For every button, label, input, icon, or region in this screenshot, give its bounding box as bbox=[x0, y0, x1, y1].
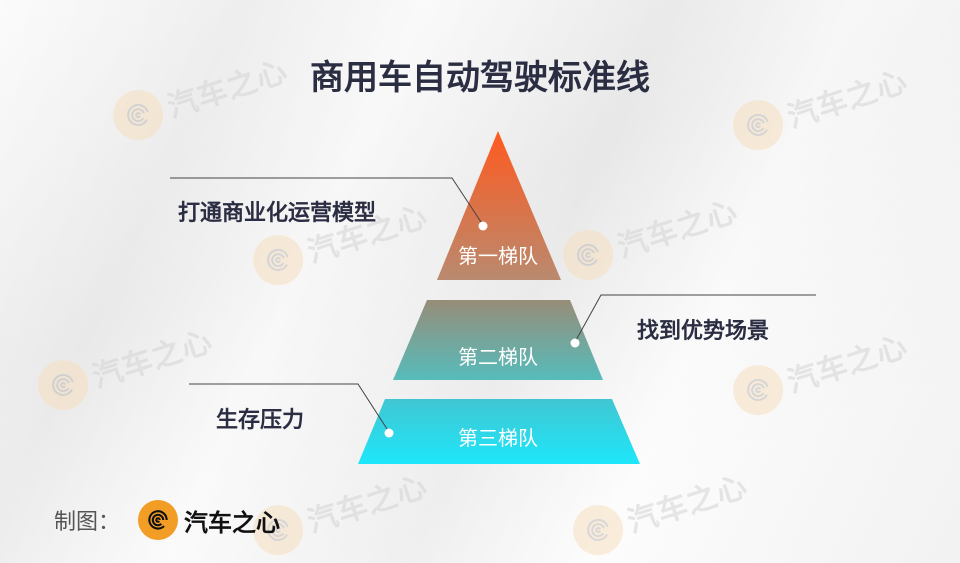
tier-3-annotation: 生存压力 bbox=[216, 408, 305, 433]
tier-3-shape bbox=[358, 399, 640, 464]
tier-1-shape bbox=[437, 131, 561, 280]
leader-dot-1 bbox=[478, 221, 488, 231]
tier-2-label: 第二梯队 bbox=[458, 345, 538, 369]
leader-dot-2 bbox=[570, 338, 580, 348]
credit: 制图： 汽车之心 bbox=[54, 500, 280, 540]
brand-logo-icon bbox=[138, 500, 179, 540]
tier-1-label: 第一梯队 bbox=[458, 244, 538, 268]
tier-2-annotation: 找到优势场景 bbox=[637, 319, 770, 344]
tier-3-label: 第三梯队 bbox=[458, 426, 538, 450]
brand-name: 汽车之心 bbox=[184, 508, 281, 537]
page-title: 商用车自动驾驶标准线 bbox=[310, 58, 650, 98]
tier-1-annotation: 打通商业化运营模型 bbox=[178, 201, 377, 226]
credit-label: 制图： bbox=[54, 510, 121, 535]
leader-line-1 bbox=[170, 177, 484, 226]
leader-line-2 bbox=[574, 294, 816, 343]
leader-line-3 bbox=[189, 383, 390, 433]
tier-2-shape bbox=[393, 300, 603, 380]
leader-dot-3 bbox=[384, 428, 394, 438]
